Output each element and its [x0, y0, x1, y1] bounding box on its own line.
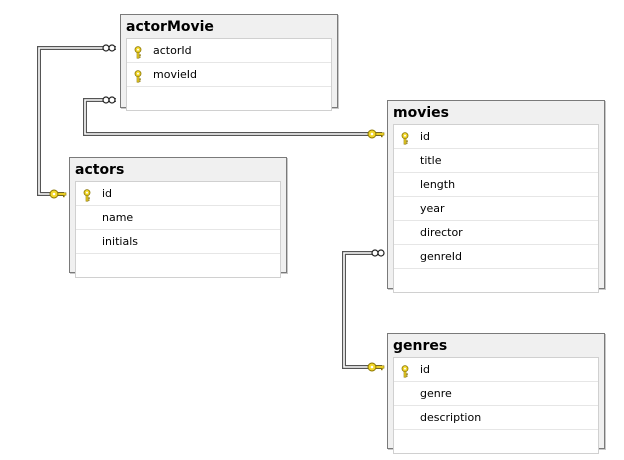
key-end-shaft: [57, 192, 67, 196]
column-name: initials: [102, 235, 138, 248]
key-end-tooth: [63, 195, 65, 198]
primary-key-icon: [133, 44, 143, 59]
table-actors[interactable]: actors id name initials: [69, 157, 287, 278]
column-name: director: [420, 226, 463, 239]
many-end-icon: [108, 44, 116, 52]
key-end-tooth: [381, 368, 383, 371]
column-id[interactable]: id: [394, 125, 598, 149]
column-name: title: [420, 154, 442, 167]
table-title[interactable]: movies: [393, 105, 449, 121]
key-end-shaft: [375, 365, 385, 369]
key-end-shaft: [375, 132, 385, 136]
column-initials[interactable]: initials: [76, 230, 280, 254]
primary-key-icon: [133, 68, 143, 83]
many-end-icon: [377, 249, 385, 257]
column-director[interactable]: director: [394, 221, 598, 245]
many-end-icon: [108, 96, 116, 104]
many-end-icon: [102, 44, 110, 52]
column-name: id: [102, 187, 113, 200]
column-empty[interactable]: [394, 269, 598, 292]
column-name: movieId: [153, 68, 198, 81]
key-end-tooth: [381, 135, 383, 138]
primary-key-icon: [82, 187, 92, 202]
column-empty[interactable]: [76, 254, 280, 277]
table-title[interactable]: actorMovie: [126, 19, 214, 35]
column-name: length: [420, 178, 456, 191]
column-title[interactable]: title: [394, 149, 598, 173]
column-movieId[interactable]: movieId: [127, 63, 331, 87]
column-name: id: [420, 363, 431, 376]
column-name: name: [102, 211, 134, 224]
column-id[interactable]: id: [394, 358, 598, 382]
relationship-genre-line: [342, 251, 383, 369]
table-movies[interactable]: movies id title length year director genreId: [387, 100, 605, 293]
key-end-hole: [370, 132, 374, 136]
table-title[interactable]: actors: [75, 162, 125, 178]
table-genres[interactable]: genres id genre description: [387, 333, 605, 454]
column-actorId[interactable]: actorId: [127, 39, 331, 63]
column-list: id name initials: [75, 181, 281, 278]
many-end-icon: [102, 96, 110, 104]
column-genre[interactable]: genre: [394, 382, 598, 406]
column-name: genre: [420, 387, 452, 400]
column-description[interactable]: description: [394, 406, 598, 430]
column-name: id: [420, 130, 431, 143]
column-genreId[interactable]: genreId: [394, 245, 598, 269]
column-year[interactable]: year: [394, 197, 598, 221]
column-name: year: [420, 202, 445, 215]
column-length[interactable]: length: [394, 173, 598, 197]
column-name[interactable]: name: [76, 206, 280, 230]
primary-key-icon: [400, 130, 410, 145]
column-id[interactable]: id: [76, 182, 280, 206]
column-name: genreId: [420, 250, 462, 263]
column-name: actorId: [153, 44, 192, 57]
column-empty[interactable]: [394, 430, 598, 453]
column-name: description: [420, 411, 482, 424]
key-end-hole: [52, 192, 56, 196]
table-title[interactable]: genres: [393, 338, 448, 354]
primary-key-icon: [400, 363, 410, 378]
table-actorMovie[interactable]: actorMovie actorId movieId: [120, 14, 338, 111]
column-list: id genre description: [393, 357, 599, 454]
key-end-hole: [370, 365, 374, 369]
column-list: actorId movieId: [126, 38, 332, 111]
relationship-genre-line-inner: [343, 252, 383, 368]
relationship-movie-line-inner: [84, 99, 382, 135]
column-list: id title length year director genreId: [393, 124, 599, 293]
column-empty[interactable]: [127, 87, 331, 110]
many-end-icon: [371, 249, 379, 257]
